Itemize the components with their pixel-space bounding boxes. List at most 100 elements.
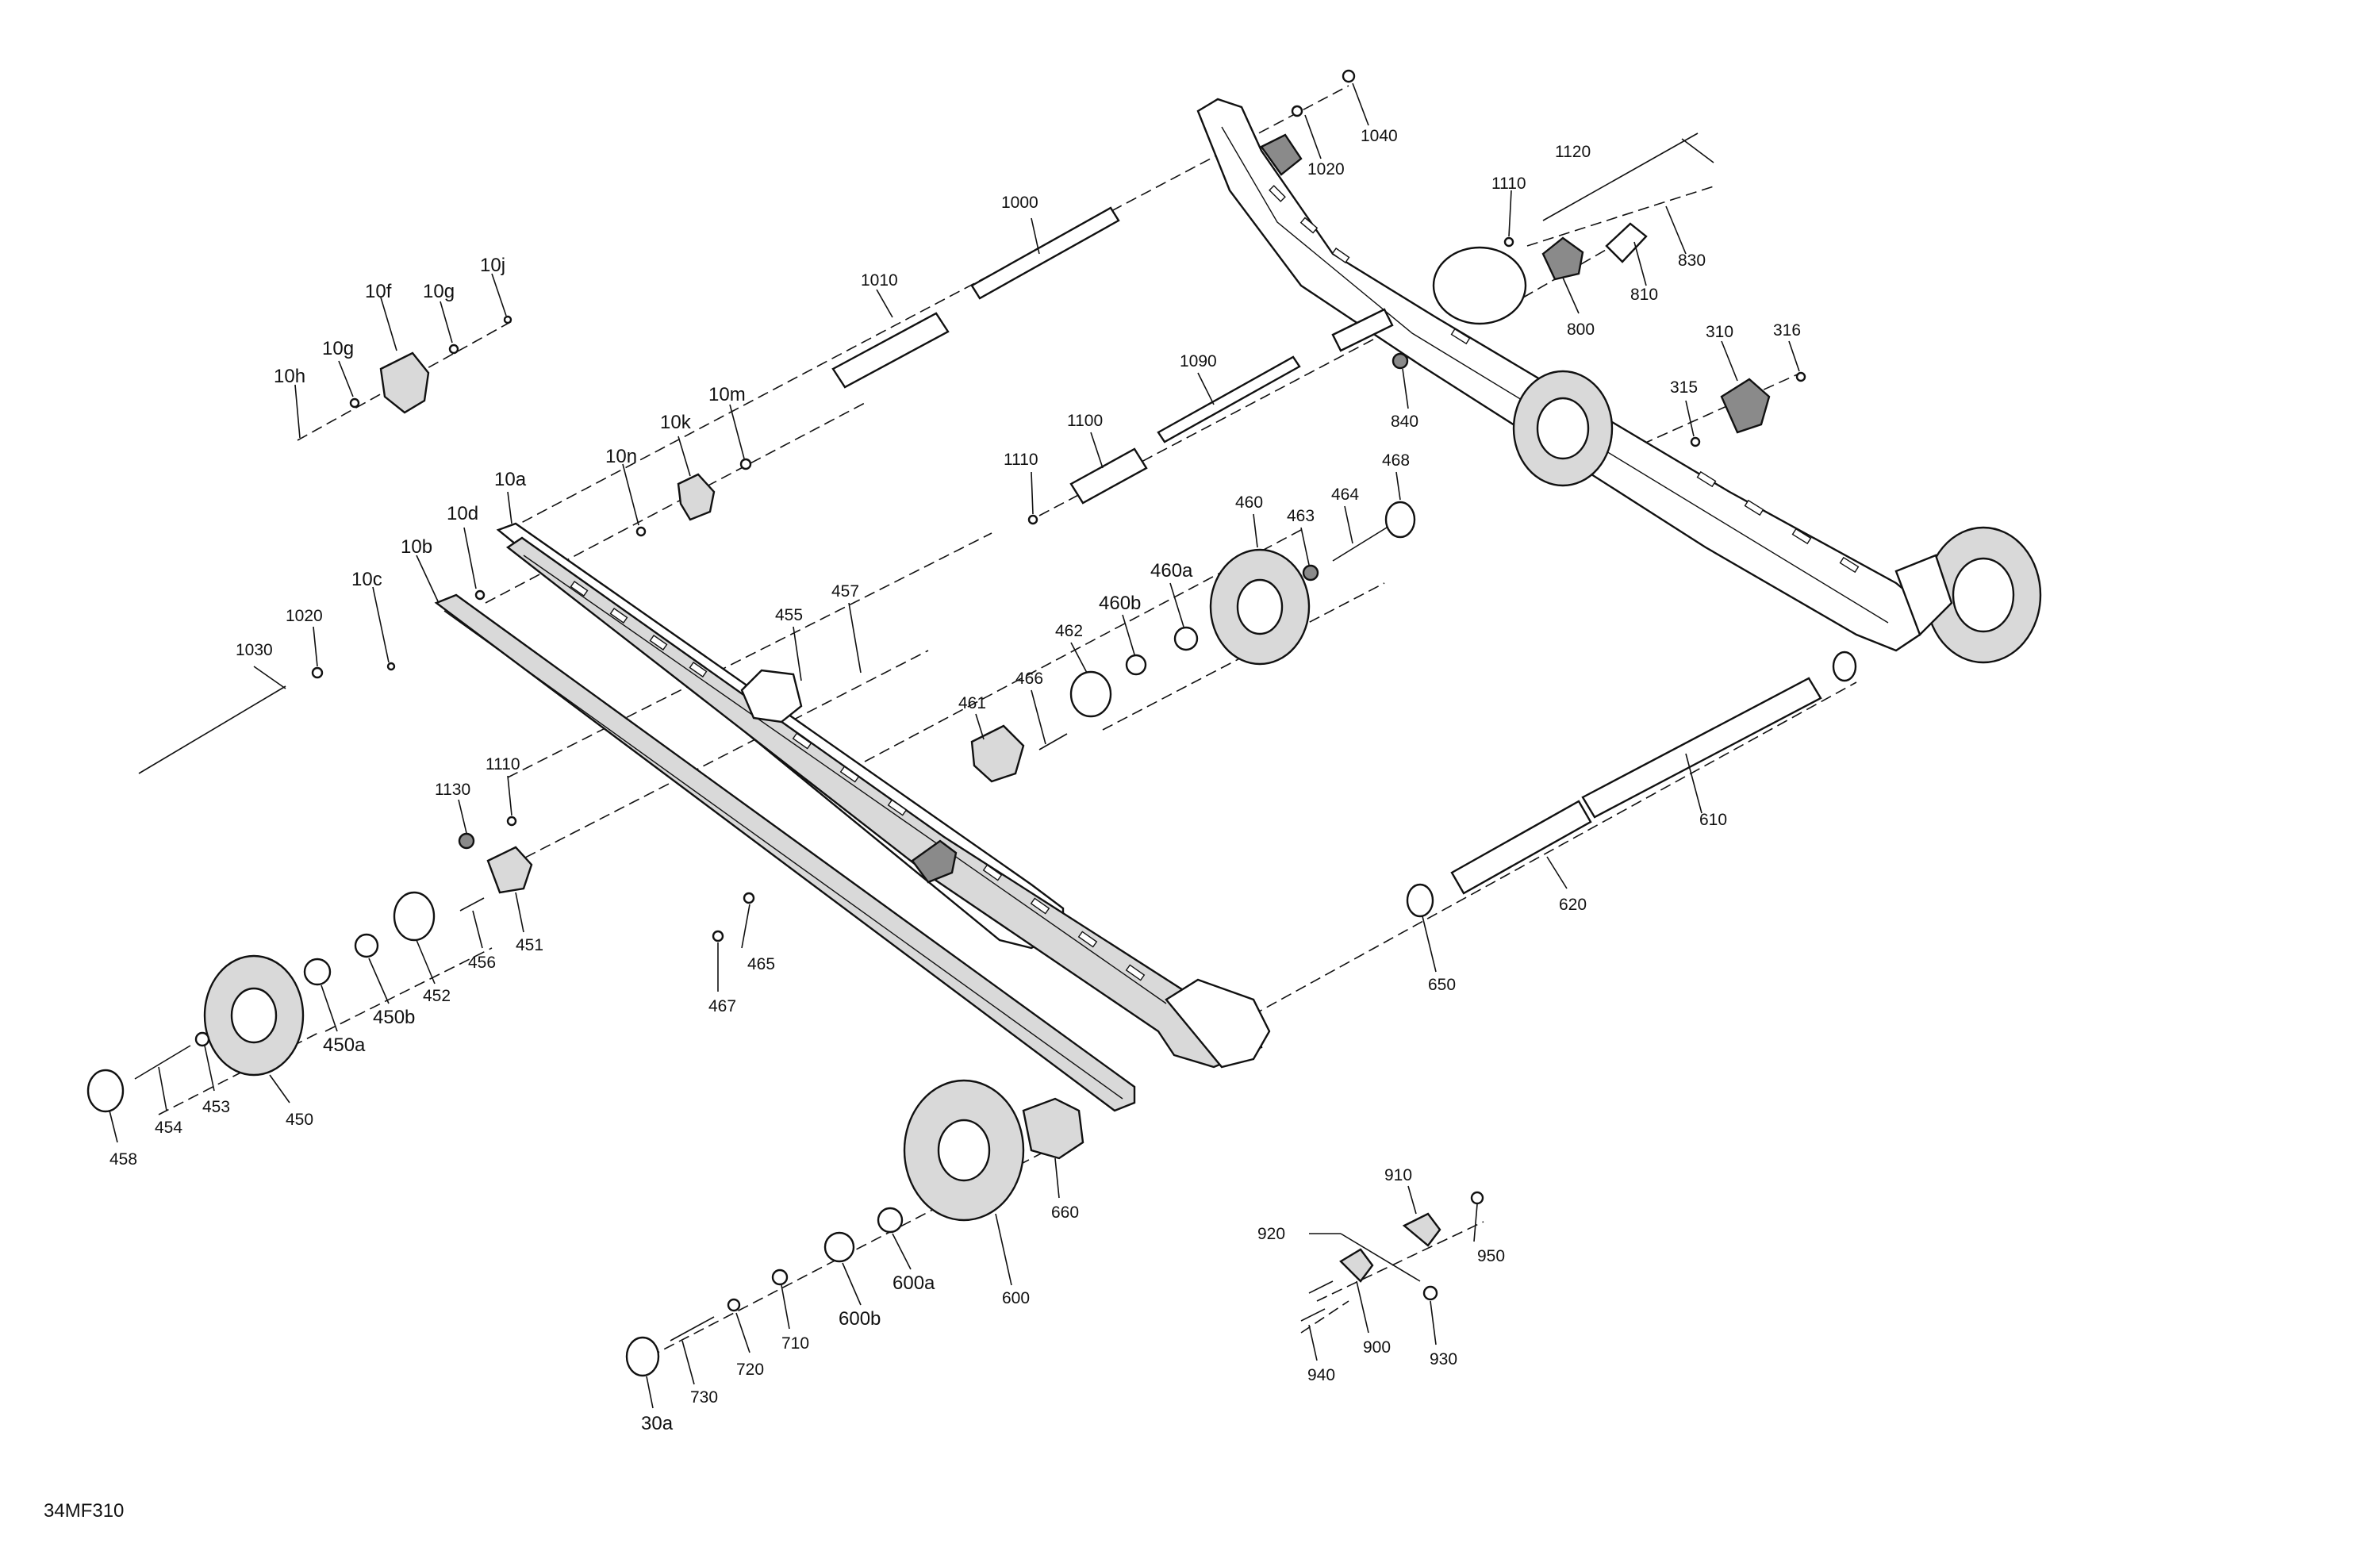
label-1100: 1100 [1067, 412, 1103, 430]
label-940: 940 [1307, 1366, 1335, 1384]
part-451 [486, 846, 533, 894]
label-464: 464 [1331, 486, 1359, 504]
label-10g-upper: 10g [423, 281, 455, 302]
label-466: 466 [1015, 670, 1043, 688]
washer-650 [1406, 883, 1434, 918]
part-310 [1720, 378, 1771, 434]
label-10j: 10j [480, 255, 505, 276]
label-462: 462 [1055, 622, 1083, 640]
label-456: 456 [468, 954, 496, 972]
part-900 [1339, 1248, 1374, 1283]
cap-458 [86, 1069, 125, 1113]
part-10f [379, 351, 430, 414]
label-10d: 10d [447, 503, 478, 524]
label-315: 315 [1670, 378, 1698, 397]
shaft-1000 [970, 206, 1120, 300]
label-461: 461 [958, 694, 986, 712]
label-10k: 10k [660, 412, 692, 433]
label-451: 451 [516, 936, 543, 954]
label-30a: 30a [641, 1413, 674, 1434]
label-1110-upper: 1110 [1491, 175, 1526, 193]
label-720: 720 [736, 1361, 764, 1379]
rail-slots-right [1269, 185, 1860, 574]
shaft-610 [1581, 677, 1822, 819]
label-1090: 1090 [1180, 352, 1217, 370]
label-1010: 1010 [861, 271, 898, 290]
label-455: 455 [775, 606, 803, 624]
label-1020: 1020 [1307, 160, 1345, 178]
label-453: 453 [202, 1098, 230, 1116]
label-1130: 1130 [435, 781, 470, 799]
label-900: 900 [1363, 1338, 1391, 1357]
shafts [138, 132, 1822, 895]
label-457: 457 [831, 582, 859, 601]
part-910 [1402, 1212, 1441, 1247]
label-10a: 10a [494, 469, 527, 490]
label-1030: 1030 [236, 641, 273, 659]
part-462 [1069, 670, 1112, 718]
label-450: 450 [286, 1111, 313, 1129]
label-10g-lower: 10g [322, 338, 354, 359]
label-468: 468 [1382, 451, 1410, 470]
label-610: 610 [1699, 811, 1727, 829]
part-660 [1022, 1097, 1084, 1160]
label-310: 310 [1706, 323, 1733, 341]
label-660: 660 [1051, 1203, 1079, 1222]
label-800: 800 [1567, 320, 1595, 339]
label-463: 463 [1287, 507, 1315, 525]
label-10c: 10c [351, 569, 382, 590]
leader-lines [109, 83, 1800, 1409]
cap-30a [625, 1336, 660, 1377]
label-460: 460 [1235, 493, 1263, 512]
part-810 [1605, 222, 1648, 263]
label-930: 930 [1430, 1350, 1457, 1368]
label-10f: 10f [365, 281, 392, 302]
label-600: 600 [1002, 1289, 1030, 1307]
part-452 [393, 891, 436, 942]
label-620: 620 [1559, 896, 1587, 914]
part-labels: 1040 1020 1000 1010 10f 10g 10j 10g 10h … [109, 127, 1801, 1434]
label-1040: 1040 [1361, 127, 1398, 145]
label-600b: 600b [839, 1308, 881, 1330]
spacer-1100 [1069, 447, 1148, 505]
label-710: 710 [781, 1334, 809, 1353]
shaft-1090 [1157, 355, 1301, 443]
shaft-1010 [831, 312, 950, 389]
label-950: 950 [1477, 1247, 1505, 1265]
label-450a: 450a [323, 1034, 366, 1056]
bolt-1120 [1542, 132, 1699, 221]
label-910: 910 [1384, 1166, 1412, 1184]
label-840: 840 [1391, 413, 1418, 431]
label-10n: 10n [605, 446, 637, 467]
spacer-upper [1331, 308, 1394, 352]
label-1110-lower: 1110 [486, 755, 520, 773]
label-467: 467 [708, 997, 736, 1015]
part-461 [970, 724, 1025, 783]
left-rail [434, 522, 1271, 1112]
label-460a: 460a [1150, 560, 1193, 582]
label-10b: 10b [401, 536, 432, 558]
part-10k [677, 473, 716, 521]
label-1120: 1120 [1555, 143, 1591, 161]
label-650: 650 [1428, 976, 1456, 994]
part-468 [1384, 501, 1416, 539]
label-1110-mid: 1110 [1004, 451, 1038, 469]
label-452: 452 [423, 987, 451, 1005]
label-730: 730 [690, 1388, 718, 1407]
diagram-reference-code: 34MF310 [44, 1500, 124, 1522]
label-454: 454 [155, 1119, 182, 1137]
label-920: 920 [1257, 1225, 1285, 1243]
label-450b: 450b [373, 1007, 415, 1028]
part-800 [1541, 236, 1584, 281]
label-600a: 600a [892, 1272, 935, 1294]
bolt-1030 [138, 685, 286, 774]
label-810: 810 [1630, 286, 1658, 304]
small-parts [86, 69, 1857, 1377]
label-830: 830 [1678, 251, 1706, 270]
right-rail [1196, 98, 2042, 664]
label-1020-left: 1020 [286, 607, 323, 625]
label-1000: 1000 [1001, 194, 1038, 212]
label-465: 465 [747, 955, 775, 973]
label-458: 458 [109, 1150, 137, 1169]
